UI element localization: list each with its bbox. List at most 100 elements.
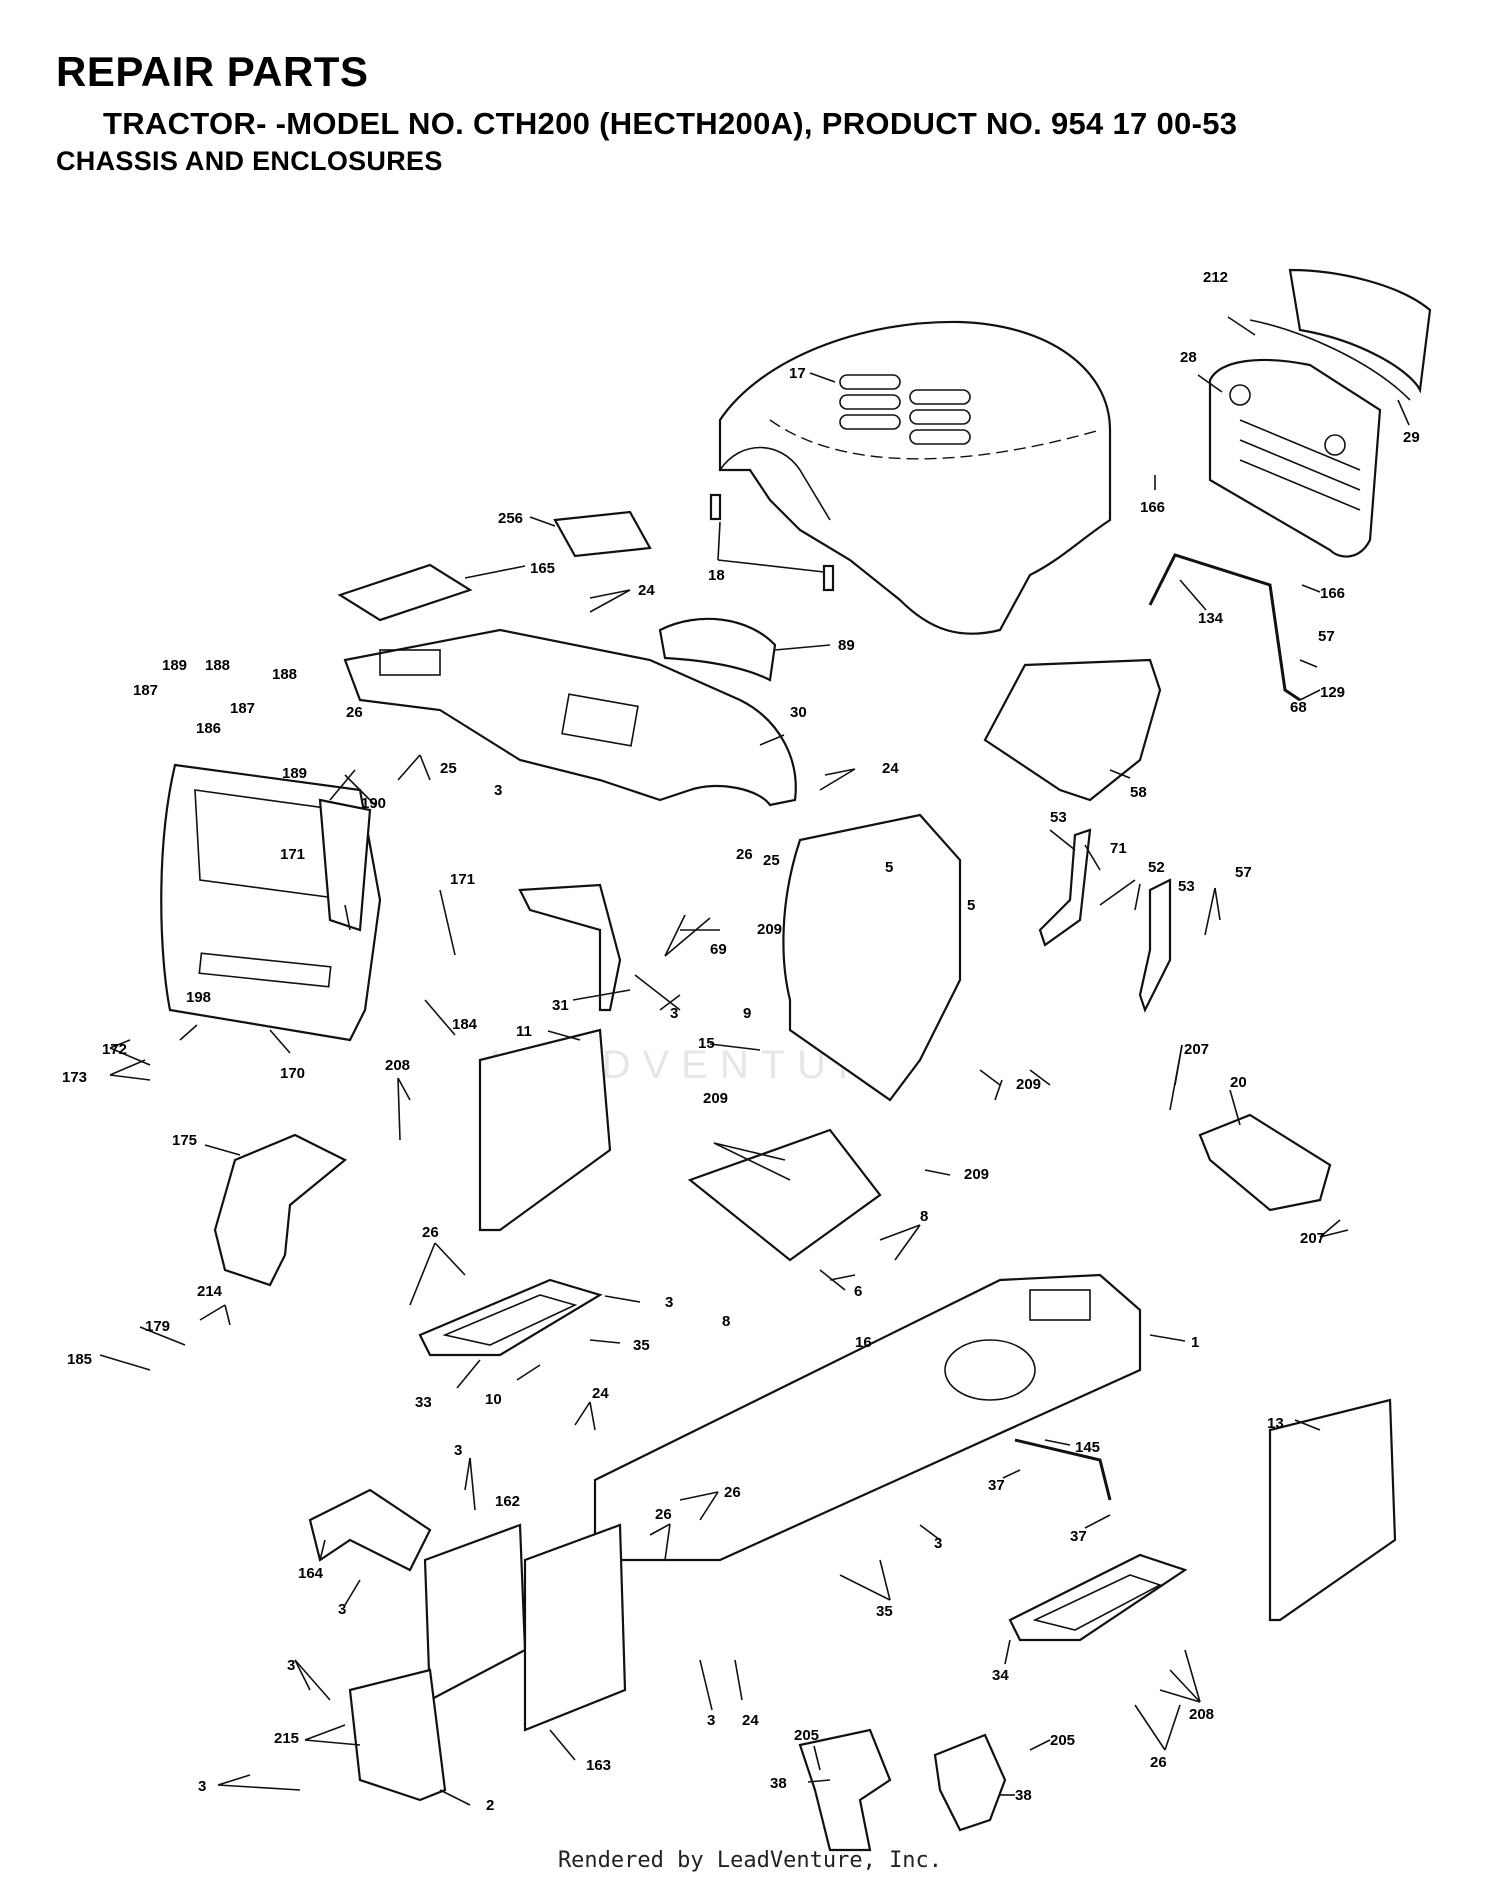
callout-3: 3 [454, 1442, 462, 1459]
callout-17: 17 [789, 365, 806, 382]
bracket-31-part[interactable] [518, 883, 622, 1012]
callout-16: 16 [855, 1334, 872, 1351]
callout-31: 31 [552, 997, 569, 1014]
callout-207: 207 [1300, 1230, 1325, 1247]
callout-18: 18 [708, 567, 725, 584]
heat-shield-part[interactable] [983, 658, 1162, 802]
section-title: CHASSIS AND ENCLOSURES [56, 146, 443, 176]
callout-163: 163 [586, 1757, 611, 1774]
callout-171: 171 [280, 846, 305, 863]
hood-rod-part[interactable] [1148, 553, 1301, 702]
panel-163-part[interactable] [523, 1523, 627, 1732]
frame-part[interactable] [593, 1273, 1142, 1562]
callout-214: 214 [197, 1283, 223, 1300]
page-title: REPAIR PARTS [56, 48, 369, 95]
callout-69: 69 [710, 941, 727, 958]
bracket-20-part[interactable] [1198, 1113, 1332, 1212]
callout-38: 38 [770, 1775, 787, 1792]
shield-175-part[interactable] [213, 1133, 348, 1287]
callout-28: 28 [1180, 349, 1197, 366]
callout-179: 179 [145, 1318, 170, 1335]
callout-30: 30 [790, 704, 807, 721]
callout-209: 209 [757, 921, 782, 938]
callout-173: 173 [62, 1069, 87, 1086]
bracket-38-part[interactable] [798, 1728, 892, 1852]
callout-89: 89 [838, 637, 855, 654]
callout-26: 26 [422, 1224, 439, 1241]
callout-26: 26 [655, 1506, 672, 1523]
callout-15: 15 [698, 1035, 715, 1052]
bracket-53-part[interactable] [1138, 878, 1172, 1013]
callout-170: 170 [280, 1065, 305, 1082]
callout-171: 171 [450, 871, 475, 888]
cover-256-part[interactable] [553, 510, 652, 558]
callout-209: 209 [703, 1090, 728, 1107]
bracket-38-part[interactable] [933, 1733, 1007, 1832]
callout-35: 35 [876, 1603, 893, 1620]
callout-33: 33 [415, 1394, 432, 1411]
callout-205: 205 [1050, 1732, 1075, 1749]
callout-209: 209 [964, 1166, 989, 1183]
callout-53: 53 [1050, 809, 1067, 826]
hood-bumper-part[interactable] [709, 493, 722, 521]
callout-3: 3 [494, 782, 502, 799]
panel-190-part[interactable] [318, 798, 372, 932]
footrest-33-part[interactable] [418, 1278, 603, 1357]
callout-215: 215 [274, 1730, 299, 1747]
grille-part[interactable] [1208, 358, 1382, 558]
bracket-53-part[interactable] [1038, 828, 1092, 947]
callout-208: 208 [385, 1057, 410, 1074]
callout-68: 68 [1290, 699, 1307, 716]
callout-26: 26 [1150, 1754, 1167, 1771]
callout-1: 1 [1191, 1334, 1199, 1351]
callout-24: 24 [882, 760, 899, 777]
plate-6-part[interactable] [687, 1128, 882, 1262]
callout-185: 185 [67, 1351, 92, 1368]
callout-189: 189 [282, 765, 307, 782]
model-line: TRACTOR- -MODEL NO. CTH200 (HECTH200A), … [103, 106, 1238, 141]
callout-186: 186 [196, 720, 221, 737]
callout-38: 38 [1015, 1787, 1032, 1804]
callout-52: 52 [1148, 859, 1165, 876]
callout-53: 53 [1178, 878, 1195, 895]
callout-9: 9 [743, 1005, 751, 1022]
callout-10: 10 [485, 1391, 502, 1408]
dash-9-part[interactable] [782, 813, 962, 1102]
callout-165: 165 [530, 560, 555, 577]
callout-3: 3 [670, 1005, 678, 1022]
hood-part[interactable] [718, 320, 1112, 635]
panel-165-part[interactable] [337, 563, 473, 622]
callout-20: 20 [1230, 1074, 1247, 1091]
callout-205: 205 [794, 1727, 819, 1744]
callout-145: 145 [1075, 1439, 1100, 1456]
callout-166: 166 [1320, 585, 1345, 602]
panel-11-part[interactable] [478, 1028, 612, 1232]
callout-256: 256 [498, 510, 523, 527]
callout-37: 37 [1070, 1528, 1087, 1545]
panel-89-part[interactable] [658, 617, 777, 682]
callout-5: 5 [885, 859, 893, 876]
footrest-34-part[interactable] [1008, 1553, 1188, 1642]
panel-13-part[interactable] [1268, 1398, 1397, 1622]
hood-bumper-part[interactable] [822, 564, 835, 592]
bracket-164-part[interactable] [308, 1488, 432, 1572]
callout-198: 198 [186, 989, 211, 1006]
callout-134: 134 [1198, 610, 1224, 627]
callout-57: 57 [1318, 628, 1335, 645]
callout-26: 26 [736, 846, 753, 863]
callout-24: 24 [742, 1712, 759, 1729]
callout-3: 3 [665, 1294, 673, 1311]
rod-145-part[interactable] [1014, 1438, 1112, 1501]
callout-3: 3 [707, 1712, 715, 1729]
bumper-part[interactable] [1288, 268, 1432, 394]
bumper-strip-part[interactable] [1249, 319, 1411, 401]
callout-188: 188 [272, 666, 297, 683]
front-bracket-2-part[interactable] [348, 1668, 447, 1802]
panel-162-part[interactable] [423, 1523, 527, 1702]
callout-166: 166 [1140, 499, 1165, 516]
callout-24: 24 [638, 582, 655, 599]
callout-25: 25 [763, 852, 780, 869]
fender-part[interactable] [343, 628, 797, 807]
callout-175: 175 [172, 1132, 197, 1149]
